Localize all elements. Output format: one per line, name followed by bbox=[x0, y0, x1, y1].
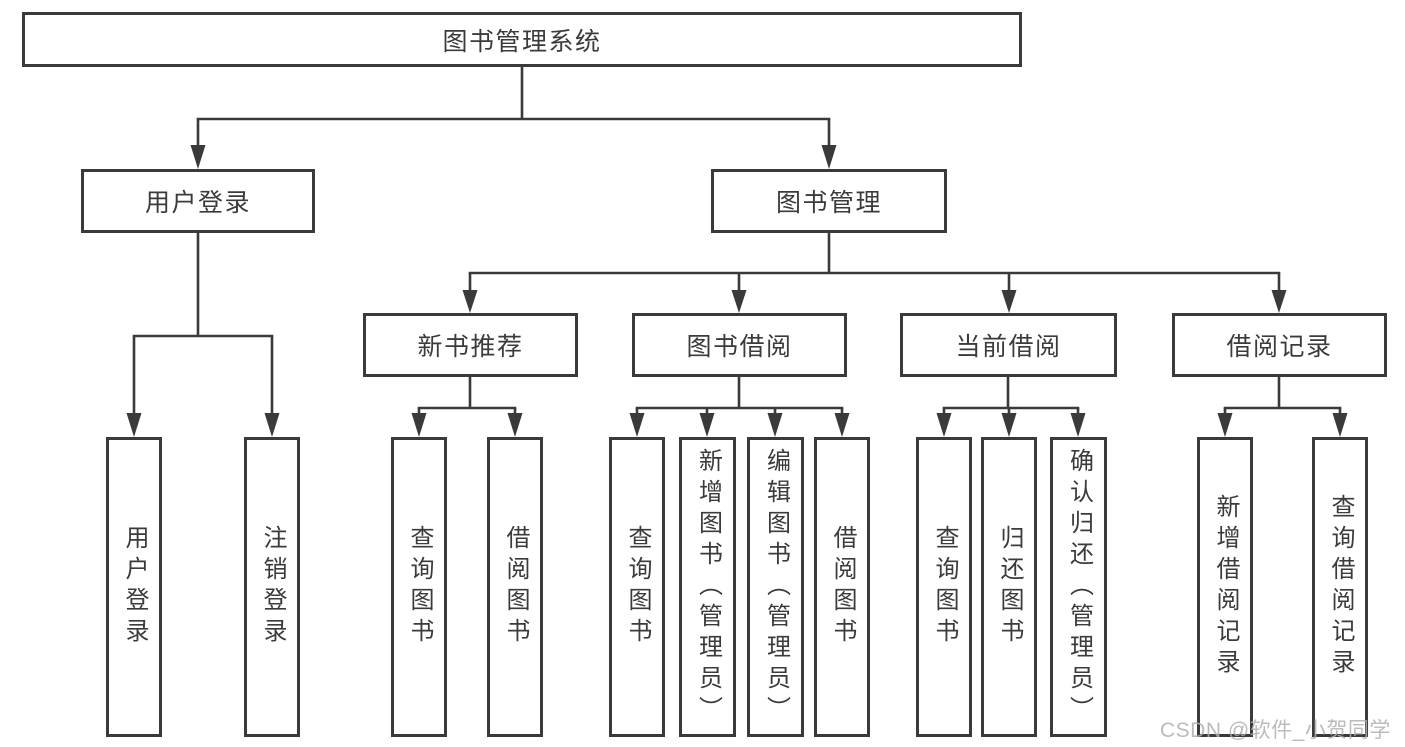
arrowhead-icon bbox=[462, 290, 478, 313]
arrowhead-icon bbox=[1332, 413, 1348, 437]
arrowhead-icon bbox=[1070, 413, 1086, 437]
connector-currentborrow-to-leaves bbox=[936, 377, 1086, 437]
arrowhead-icon bbox=[1217, 413, 1233, 437]
connector-root-to-level2 bbox=[190, 67, 837, 169]
leaf-query-books-current: 查询图书 bbox=[916, 437, 972, 737]
arrowhead-icon bbox=[834, 413, 850, 437]
node-root-system: 图书管理系统 bbox=[22, 12, 1022, 67]
arrowhead-icon bbox=[1001, 290, 1017, 313]
arrowhead-icon bbox=[264, 413, 280, 437]
arrowhead-icon bbox=[1001, 413, 1017, 437]
leaf-user-login: 用户登录 bbox=[106, 437, 162, 737]
node-book-management: 图书管理 bbox=[711, 169, 947, 233]
arrowhead-icon bbox=[190, 145, 206, 169]
node-new-book-recommend: 新书推荐 bbox=[363, 313, 578, 377]
leaf-borrow-books-borrow: 借阅图书 bbox=[814, 437, 870, 737]
leaf-edit-book-admin: 编辑图书（管理员） bbox=[747, 437, 804, 737]
leaf-return-book: 归还图书 bbox=[981, 437, 1037, 737]
leaf-query-books-recommend: 查询图书 bbox=[391, 437, 447, 737]
arrowhead-icon bbox=[767, 413, 783, 437]
arrowhead-icon bbox=[1271, 290, 1287, 313]
node-current-borrow: 当前借阅 bbox=[900, 313, 1117, 377]
watermark: CSDN @软件_小贺同学 bbox=[1160, 719, 1391, 742]
leaf-add-book-admin: 新增图书（管理员） bbox=[679, 437, 736, 737]
node-book-borrow: 图书借阅 bbox=[632, 313, 847, 377]
arrowhead-icon bbox=[411, 413, 427, 437]
leaf-confirm-return-admin: 确认归还（管理员） bbox=[1050, 437, 1107, 737]
leaf-query-borrow-record: 查询借阅记录 bbox=[1312, 437, 1368, 737]
arrowhead-icon bbox=[936, 413, 952, 437]
leaf-query-books-borrow: 查询图书 bbox=[609, 437, 665, 737]
arrowhead-icon bbox=[126, 413, 142, 437]
connector-records-to-leaves bbox=[1217, 377, 1348, 437]
arrowhead-icon bbox=[821, 145, 837, 169]
leaf-borrow-books-recommend: 借阅图书 bbox=[487, 437, 543, 737]
arrowhead-icon bbox=[731, 290, 747, 313]
connector-bookmgmt-to-level3 bbox=[462, 233, 1287, 313]
leaf-logout-login: 注销登录 bbox=[244, 437, 300, 737]
connector-userlogin-to-leaves bbox=[126, 233, 280, 437]
leaf-add-borrow-record: 新增借阅记录 bbox=[1197, 437, 1253, 737]
arrowhead-icon bbox=[699, 413, 715, 437]
node-borrow-records: 借阅记录 bbox=[1172, 313, 1387, 377]
node-user-login: 用户登录 bbox=[81, 169, 315, 233]
arrowhead-icon bbox=[507, 413, 523, 437]
arrowhead-icon bbox=[629, 413, 645, 437]
connector-bookborrow-to-leaves bbox=[629, 377, 850, 437]
connector-newbook-to-leaves bbox=[411, 377, 523, 437]
